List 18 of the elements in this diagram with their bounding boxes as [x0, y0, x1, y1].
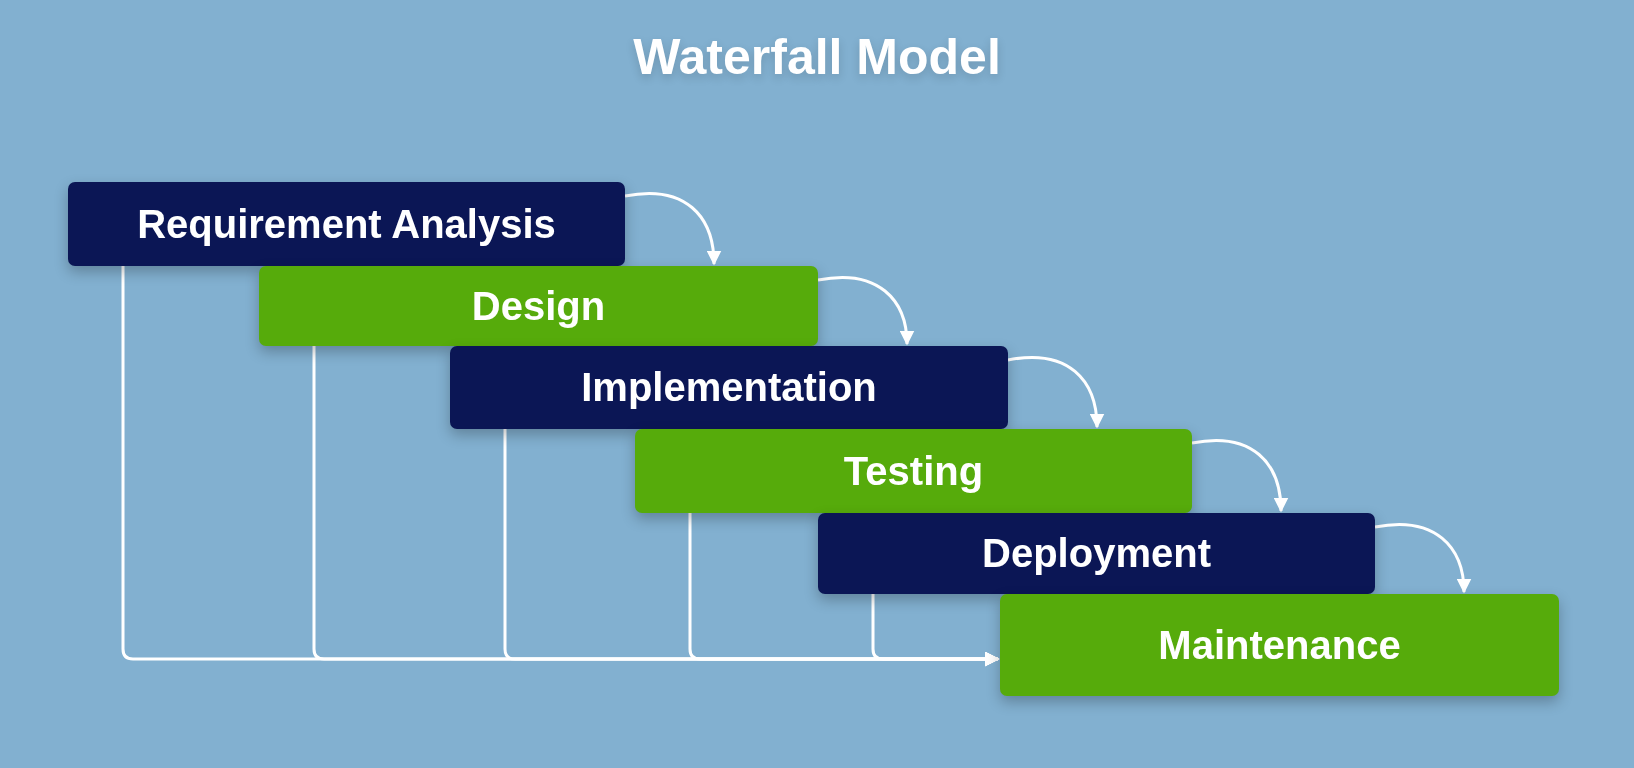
curved-arrow: [1374, 523, 1471, 594]
phase-label: Requirement Analysis: [137, 201, 556, 247]
phase-box: [635, 429, 1192, 513]
phase-box: [259, 266, 818, 346]
curved-arrow: [1191, 439, 1288, 513]
phase-label: Maintenance: [1158, 622, 1401, 668]
curved-arrow: [624, 192, 721, 266]
phase-box: [1000, 594, 1559, 696]
curved-arrow: [817, 276, 914, 346]
phase-box: [68, 182, 625, 266]
curved-arrow: [1007, 356, 1104, 429]
phase-label: Implementation: [581, 365, 877, 410]
phase-box: [818, 513, 1375, 594]
phase-box: [450, 346, 1008, 429]
phase-label: Design: [471, 283, 606, 329]
phase-label: Testing: [843, 448, 984, 494]
diagram-title: Waterfall Model: [632, 28, 1002, 86]
phase-label: Deployment: [982, 531, 1211, 576]
